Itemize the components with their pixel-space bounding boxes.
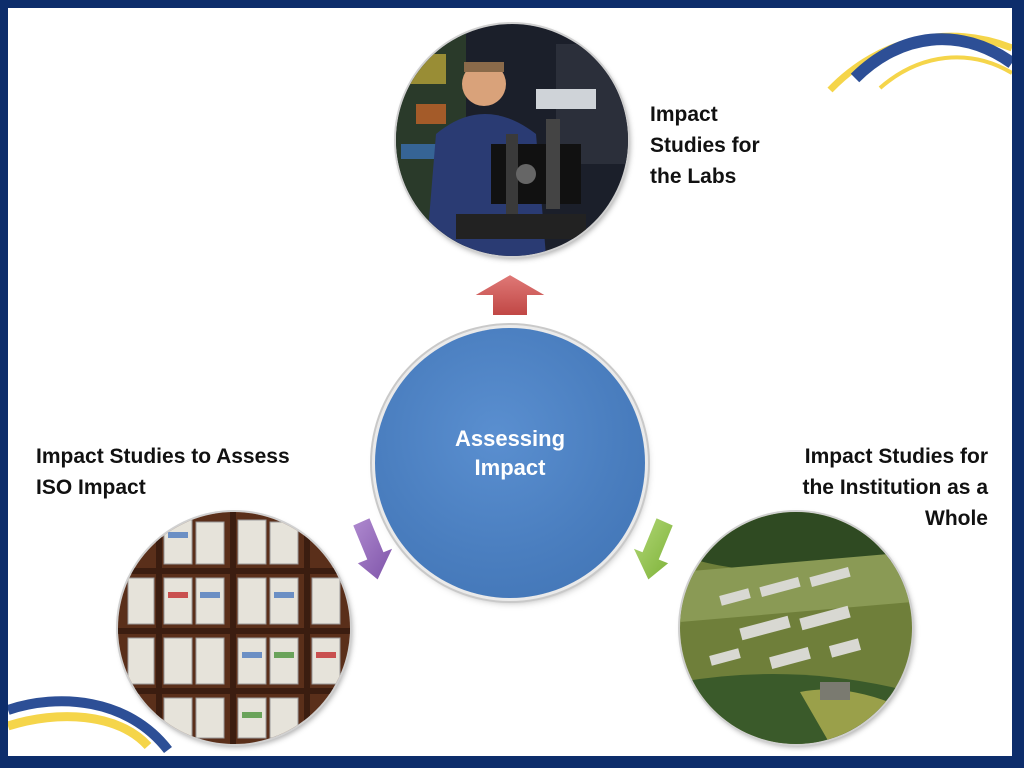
swoosh-bottom-left <box>8 696 172 754</box>
label-institution: Impact Studies for the Institution as a … <box>802 445 988 530</box>
aerial-campus-photo <box>680 512 912 744</box>
center-text: Assessing Impact <box>454 426 566 480</box>
center-circle: Assessing Impact <box>375 328 645 598</box>
slide: Assessing Impact Impact Studies for the … <box>8 8 1012 756</box>
arrow-right-green <box>630 515 676 583</box>
bookshelf-photo <box>118 512 350 744</box>
label-labs: Impact Studies for the Labs <box>650 103 760 188</box>
label-iso: Impact Studies to Assess ISO Impact <box>36 445 290 499</box>
lab-scientist-photo <box>396 24 628 256</box>
arrow-left-purple <box>350 515 396 583</box>
arrow-up-red <box>470 272 550 317</box>
swoosh-top-right <box>827 32 1012 93</box>
